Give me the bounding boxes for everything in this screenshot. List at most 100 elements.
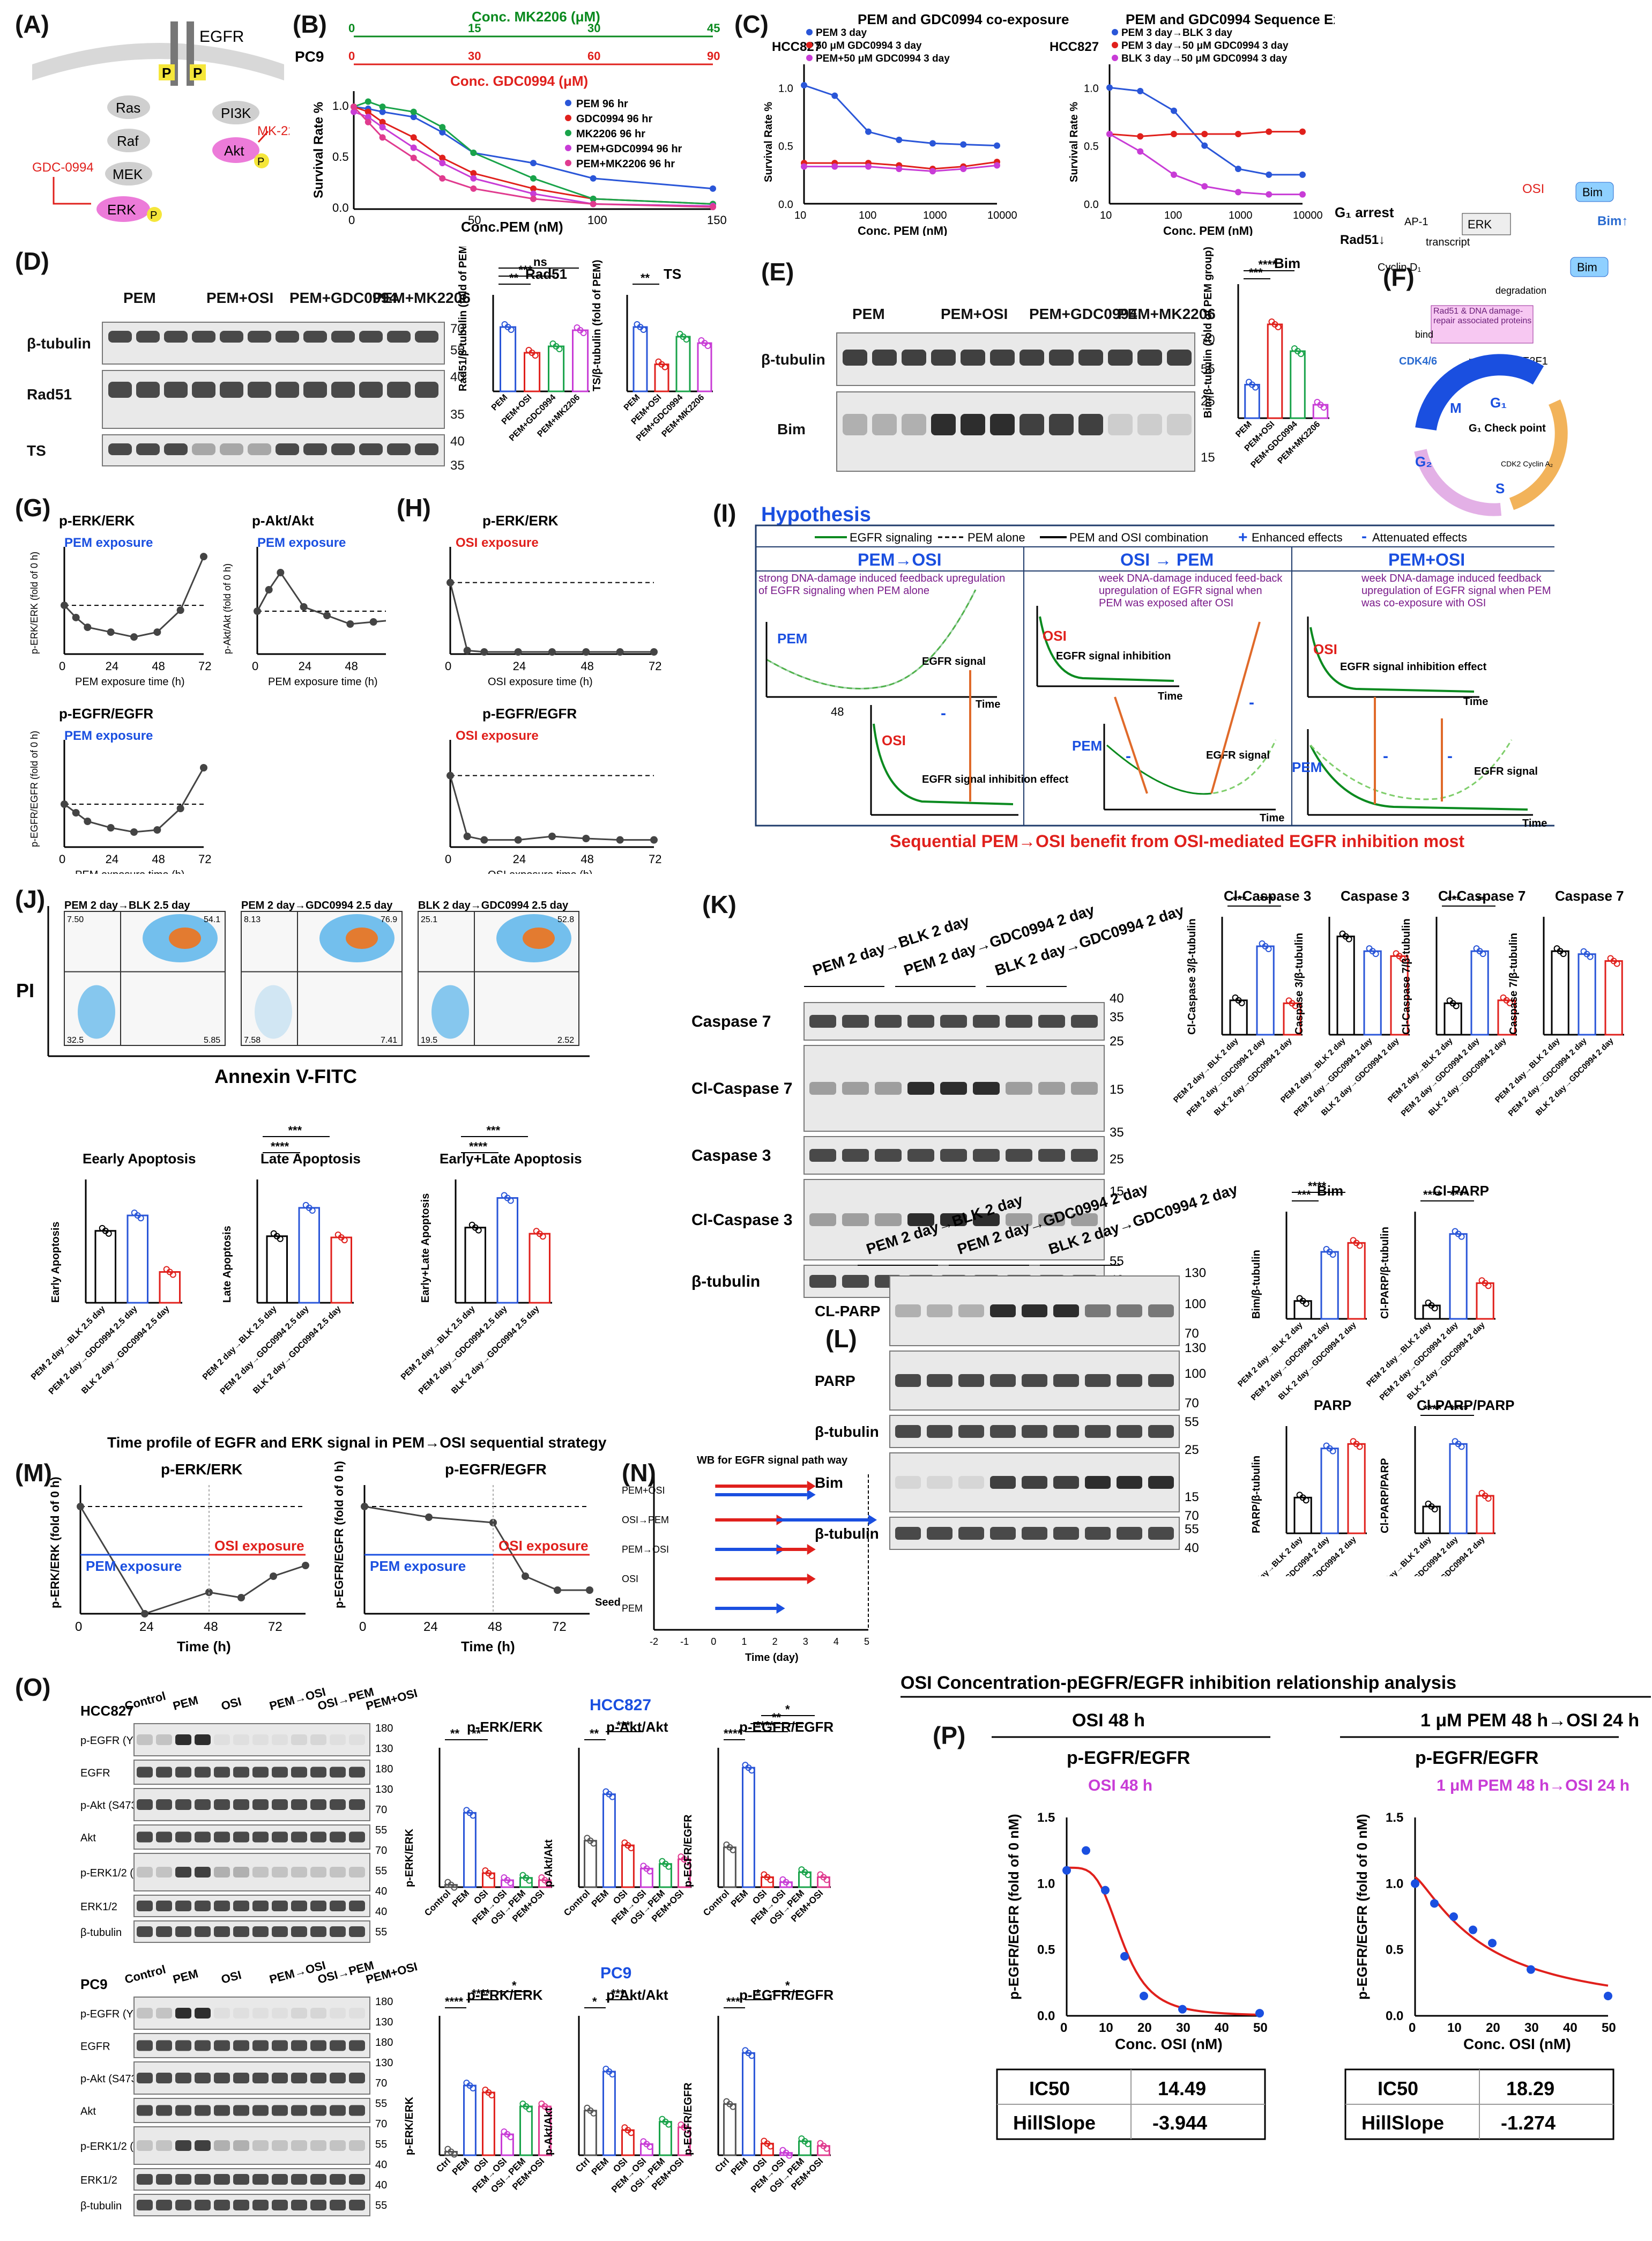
svg-text:Time: Time: [1463, 696, 1488, 708]
blot-band: [291, 1867, 307, 1878]
row-label: PEM→OSI: [622, 1544, 669, 1555]
svg-text:PI3K: PI3K: [221, 105, 251, 121]
mw-marker: 70: [375, 2077, 387, 2089]
x-label: OSI exposure time (h): [488, 869, 593, 874]
mw-marker: 180: [375, 1996, 393, 2008]
data-point: [302, 1562, 309, 1569]
blot-band: [156, 2105, 172, 2116]
blot-band: [291, 1926, 307, 1937]
bar: [1312, 404, 1329, 419]
blot-band: [156, 2040, 172, 2051]
lane-label: Control: [123, 1689, 167, 1712]
blot-band: [1006, 1213, 1032, 1226]
panel-label: (K): [702, 891, 736, 918]
y-label: Survival Rate %: [763, 102, 775, 182]
blot-band: [195, 2140, 211, 2151]
blot-band: [331, 443, 355, 455]
blot-band: [137, 1867, 153, 1878]
blot-band: [137, 2105, 153, 2116]
significance-label: ***: [726, 1995, 740, 2008]
blot-band: [387, 382, 411, 398]
cell-population: [255, 985, 292, 1039]
significance-label: ***: [519, 263, 533, 277]
data-point: [1431, 1305, 1438, 1311]
significance-label: ****: [1450, 1403, 1469, 1416]
data-point: [439, 160, 446, 167]
data-point: [609, 2071, 616, 2077]
mw-marker: 35: [450, 407, 465, 422]
x-tick-label: 0: [59, 659, 65, 673]
svg-text:HCC827: HCC827: [772, 40, 821, 54]
blot-band: [137, 1926, 153, 1937]
blot-band: [136, 382, 160, 398]
x-tick-label: 30: [1176, 2021, 1190, 2035]
curve-label: OSI 48 h: [1088, 1777, 1152, 1794]
blot-band: [291, 2040, 307, 2051]
data-point: [379, 103, 386, 110]
svg-text:+: +: [1238, 529, 1248, 546]
x-tick-label: 20: [1486, 2021, 1500, 2035]
blot-band: [156, 2174, 172, 2185]
lane-label: PEM: [172, 1967, 200, 1986]
y-tick-label: 0.5: [1037, 1943, 1055, 1957]
y-label: p-ERK/ERK (fold of 0 h): [48, 1476, 62, 1608]
blot-band: [156, 1926, 172, 1937]
panel-b: (B) PC9 Conc. MK2206 (μM) Conc. GDC0994 …: [289, 0, 729, 236]
x-tick-label: 5: [864, 1636, 869, 1647]
data-point: [1062, 1866, 1071, 1875]
blot-band: [895, 1425, 921, 1438]
svg-text:PEM+OSI: PEM+OSI: [1388, 550, 1465, 569]
panel-label: (I): [713, 499, 736, 527]
data-point: [530, 195, 537, 202]
blot-band: [927, 1304, 952, 1317]
blot-band: [310, 2105, 326, 2116]
bar: [640, 2143, 653, 2156]
blot-band: [214, 1901, 230, 1911]
blot-band: [195, 2174, 211, 2185]
y-label: p-EGFR/EGFR (fold of 0 nM): [1006, 1814, 1022, 2000]
y-label: p-ERK/ERK: [404, 1829, 415, 1887]
panel-label: (B): [293, 10, 327, 38]
data-point: [1479, 951, 1486, 958]
blot-band: [214, 1867, 230, 1878]
blot-band: [842, 1015, 869, 1028]
quadrant-value: 25.1: [421, 915, 437, 924]
blot-band: [310, 2140, 326, 2151]
svg-text:PC9: PC9: [295, 48, 324, 65]
bar: [159, 1271, 181, 1304]
bar: [697, 342, 712, 392]
top-tick: 30: [468, 49, 481, 63]
blot-band: [875, 1082, 902, 1095]
svg-text:-: -: [1383, 747, 1388, 765]
data-point: [1171, 131, 1177, 137]
data-point: [84, 624, 92, 631]
bar: [584, 2110, 597, 2156]
chart-title: OSI Concentration-pEGFR/EGFR inhibition …: [901, 1673, 1456, 1693]
blot-band: [940, 1149, 967, 1162]
data-point: [137, 1215, 144, 1222]
svg-text:Time: Time: [1158, 691, 1182, 702]
chart-title: Eearly Apoptosis: [83, 1151, 196, 1167]
data-point: [130, 828, 138, 836]
blot-band: [291, 2105, 307, 2116]
significance-label: ns: [533, 255, 547, 269]
mw-marker: 70: [450, 322, 465, 336]
blot-band: [233, 1831, 249, 1843]
chart-title: Cl-PARP: [1433, 1183, 1489, 1199]
data-point: [439, 154, 446, 161]
chart-title: Cl-Caspase 3: [1224, 888, 1311, 904]
blot-band: [195, 1901, 211, 1911]
blot-band: [1022, 1527, 1047, 1540]
row-label: Akt: [80, 2106, 96, 2118]
blot-band: [875, 1213, 902, 1226]
legend-marker: [565, 130, 571, 136]
significance-label: ***: [1447, 893, 1461, 907]
svg-text:G₂: G₂: [1415, 454, 1432, 470]
blot-band: [1038, 1149, 1065, 1162]
y-tick-label: 0.0: [332, 201, 349, 214]
hill-value: -1.274: [1501, 2112, 1556, 2134]
